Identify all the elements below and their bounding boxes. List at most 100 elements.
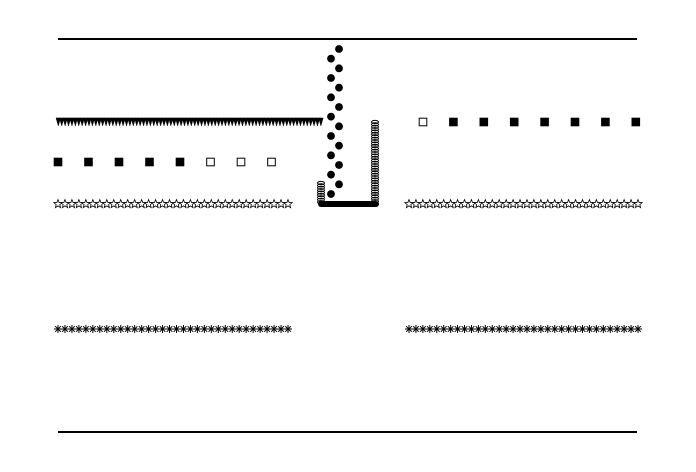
star-outline-mark (521, 198, 533, 209)
dot (327, 170, 335, 179)
asterisk-row-right (405, 325, 642, 333)
dot (327, 54, 335, 63)
star-outline-mark (73, 198, 85, 209)
coil-right (371, 172, 379, 177)
dot (335, 64, 343, 73)
asterisk-mark (228, 325, 237, 333)
asterisk-mark (529, 325, 538, 333)
coil-right (371, 151, 379, 156)
star-outline-row-left (52, 198, 294, 209)
asterisk-mark (474, 325, 483, 333)
asterisk-mark (256, 325, 265, 333)
dot (335, 83, 343, 92)
asterisk-mark (270, 325, 279, 333)
asterisk-mark (67, 325, 76, 333)
filled-square (145, 157, 154, 167)
star-outline-mark (66, 198, 78, 209)
asterisk-mark (578, 325, 587, 333)
coil-right (371, 189, 379, 194)
star-outline-mark (261, 198, 273, 209)
star-outline-mark (556, 198, 567, 209)
star-outline-mark (220, 198, 231, 209)
asterisk-mark (439, 325, 448, 333)
triangle-mark (318, 117, 324, 127)
empty-square (206, 157, 215, 167)
star-outline-mark (431, 198, 442, 209)
asterisk-mark (467, 325, 476, 333)
filled-square (631, 117, 641, 127)
star-outline-mark (598, 198, 609, 209)
asterisk-mark (249, 325, 258, 333)
dot (327, 93, 335, 102)
coil-right (371, 187, 379, 192)
dot (335, 141, 343, 150)
coil-right (371, 122, 379, 127)
dot (327, 151, 335, 160)
dot (335, 45, 343, 53)
asterisk-mark (495, 325, 504, 333)
dot (335, 122, 343, 131)
coil-right (371, 194, 379, 199)
asterisk-mark (214, 325, 223, 333)
asterisk-mark (460, 325, 469, 333)
asterisk-mark (543, 325, 552, 333)
asterisk-mark (130, 325, 139, 333)
square-row-right (418, 117, 641, 127)
empty-square (267, 157, 276, 167)
coil-bottom (318, 201, 379, 207)
star-outline-mark (535, 198, 547, 209)
star-outline-mark (199, 198, 210, 209)
triangle-row (55, 117, 324, 127)
asterisk-mark (235, 325, 244, 333)
star-outline-mark (438, 198, 449, 209)
coiled-u-bracket (317, 119, 379, 207)
star-outline-mark (493, 198, 505, 209)
empty-square (418, 117, 428, 127)
star-outline-mark (466, 198, 477, 209)
star-outline-mark (632, 198, 644, 209)
star-outline-mark (403, 198, 415, 209)
asterisk-mark (179, 325, 188, 333)
asterisk-mark (627, 325, 636, 333)
dot (327, 112, 335, 121)
coil-right (371, 167, 379, 173)
asterisk-mark (418, 325, 427, 333)
coil-right (371, 143, 379, 149)
asterisk-mark (613, 325, 622, 333)
star-outline-mark (206, 198, 217, 209)
star-outline-mark (268, 198, 280, 209)
asterisk-mark (592, 325, 601, 333)
star-outline-mark (254, 198, 266, 209)
star-outline-mark (480, 198, 491, 209)
asterisk-mark (186, 325, 195, 333)
coil-right (371, 155, 379, 161)
asterisk-mark (284, 325, 292, 333)
star-outline-mark (282, 198, 294, 209)
filled-square (509, 117, 519, 127)
filled-square (601, 117, 610, 127)
star-outline-mark (618, 198, 630, 209)
star-outline-mark (171, 198, 182, 209)
star-outline-mark (240, 198, 252, 209)
asterisk-mark (158, 325, 167, 333)
star-outline-mark (192, 198, 203, 209)
star-outline-mark (233, 198, 245, 209)
asterisk-mark (425, 325, 434, 333)
square-row-left (53, 157, 276, 167)
star-outline-mark (570, 198, 581, 209)
asterisk-mark (585, 325, 594, 333)
dot-column (327, 45, 343, 198)
star-outline-mark (514, 198, 526, 209)
asterisk-mark (453, 325, 462, 333)
star-outline-mark (584, 198, 595, 209)
star-outline-mark (101, 198, 113, 209)
coil-right (371, 160, 379, 165)
star-outline-mark (178, 198, 189, 209)
asterisk-mark (550, 325, 559, 333)
filled-square (570, 117, 580, 127)
star-outline-mark (591, 198, 602, 209)
filled-square (449, 117, 458, 127)
coil-left (317, 180, 325, 186)
asterisk-mark (564, 325, 573, 333)
